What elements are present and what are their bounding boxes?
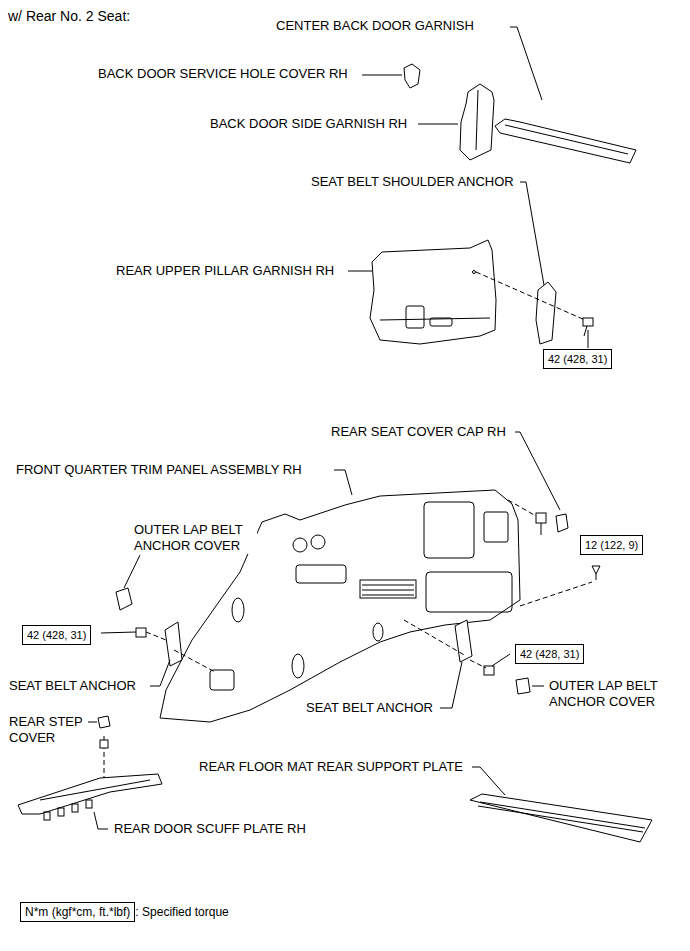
part-label: SEAT BELT ANCHOR bbox=[305, 700, 434, 716]
torque-value: 42 (428, 31) bbox=[515, 644, 584, 664]
part-label: CENTER BACK DOOR GARNISH bbox=[275, 18, 475, 34]
part-label: REAR FLOOR MAT REAR SUPPORT PLATE bbox=[198, 759, 464, 775]
torque-value: 42 (428, 31) bbox=[543, 349, 612, 369]
part-label: SEAT BELT ANCHOR bbox=[8, 678, 137, 694]
part-label: BACK DOOR SERVICE HOLE COVER RH bbox=[97, 66, 349, 82]
torque-value: N*m (kgf*cm, ft.*lbf) bbox=[20, 902, 135, 922]
torque-box: 42 (428, 31) bbox=[22, 625, 91, 645]
part-label: OUTER LAP BELT ANCHOR COVER bbox=[133, 522, 257, 554]
part-label: REAR UPPER PILLAR GARNISH RH bbox=[115, 263, 335, 279]
part-label: REAR SEAT COVER CAP RH bbox=[330, 424, 507, 440]
part-label: REAR DOOR SCUFF PLATE RH bbox=[113, 821, 307, 837]
diagram-title: w/ Rear No. 2 Seat: bbox=[8, 8, 130, 25]
part-label: SEAT BELT SHOULDER ANCHOR bbox=[310, 174, 515, 190]
torque-value: 12 (122, 9) bbox=[580, 535, 643, 555]
torque-box: 12 (122, 9) bbox=[580, 535, 643, 555]
torque-box: 42 (428, 31) bbox=[543, 349, 612, 369]
torque-box: 42 (428, 31) bbox=[515, 644, 584, 664]
torque-value: 42 (428, 31) bbox=[22, 625, 91, 645]
part-label: OUTER LAP BELT ANCHOR COVER bbox=[548, 678, 682, 710]
legend-text: : Specified torque bbox=[135, 905, 228, 919]
part-label: BACK DOOR SIDE GARNISH RH bbox=[209, 116, 408, 132]
part-label: FRONT QUARTER TRIM PANEL ASSEMBLY RH bbox=[15, 462, 303, 478]
torque-legend: N*m (kgf*cm, ft.*lbf): Specified torque bbox=[20, 902, 229, 922]
part-label: REAR STEP COVER bbox=[8, 714, 88, 746]
